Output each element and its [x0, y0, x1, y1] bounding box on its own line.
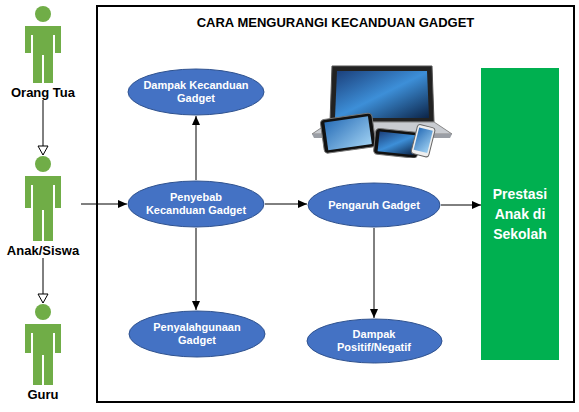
person-actor: Guru: [5, 303, 81, 402]
ellipse-label: Dampak Kecanduan Gadget: [140, 79, 252, 105]
system-frame: CARA MENGURANGI KECANDUAN GADGET Dampak K…: [96, 5, 575, 403]
use-case-ellipse: Dampak Positif/Negatif: [306, 318, 443, 364]
ellipse-label: Penyalahgunaan Gadget: [141, 321, 253, 347]
use-case-ellipse: Dampak Kecanduan Gadget: [127, 68, 265, 116]
flow-arrow: [265, 204, 307, 205]
flow-arrow: [43, 258, 44, 303]
ellipse-label: Penyebab Kecanduan Gadget: [140, 191, 252, 217]
person-figure: [21, 155, 65, 243]
person-actor: Anak/Siswa: [5, 155, 81, 258]
person-actor: Orang Tua: [5, 5, 81, 100]
ellipse-label: Dampak Positif/Negatif: [318, 328, 430, 354]
flow-arrow: [374, 228, 375, 318]
result-band: Prestasi Anak di Sekolah: [481, 68, 559, 360]
flow-arrow: [81, 204, 127, 205]
flow-arrow: [196, 228, 197, 310]
actor-label: Orang Tua: [11, 85, 75, 100]
use-case-ellipse: Penyalahgunaan Gadget: [128, 310, 266, 358]
band-label: Prestasi Anak di Sekolah: [487, 184, 553, 244]
person-figure: [21, 303, 65, 387]
flow-arrow: [441, 205, 481, 206]
ellipse-label: Pengaruh Gadget: [328, 199, 420, 212]
frame-title: CARA MENGURANGI KECANDUAN GADGET: [98, 15, 573, 30]
person-figure: [21, 5, 65, 85]
actor-label: Guru: [27, 387, 58, 402]
flow-arrow: [196, 116, 197, 180]
use-case-ellipse: Penyebab Kecanduan Gadget: [127, 180, 265, 228]
actor-label: Anak/Siswa: [7, 243, 79, 258]
use-case-ellipse: Pengaruh Gadget: [307, 182, 441, 228]
flow-arrow: [43, 100, 44, 155]
gadget-illustration: [310, 62, 454, 158]
